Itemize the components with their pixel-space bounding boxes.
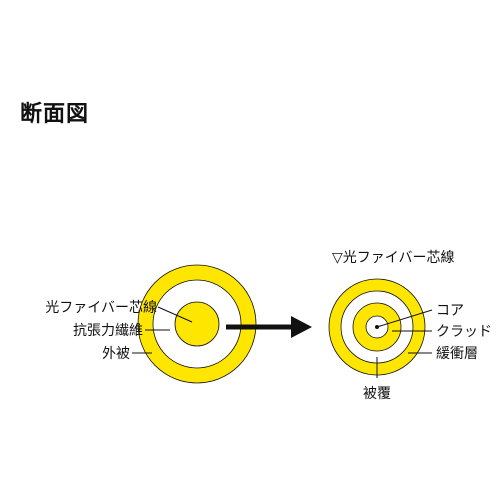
leader-core: [376, 309, 433, 328]
fiber-detail-heading: ▽光ファイバー芯線: [332, 250, 455, 266]
right-arrow-icon: [226, 316, 312, 338]
fiber-cross-section: ▽光ファイバー芯線 コア クラッド 緩衝層 被覆: [328, 250, 492, 402]
label-outer-sheath: 外被: [102, 346, 130, 362]
label-tensile-fiber: 抗張力繊維: [73, 323, 143, 339]
label-coating: 被覆: [363, 386, 391, 402]
page-title: 断面図: [20, 102, 90, 127]
fiber-core-circle: [174, 301, 220, 347]
cable-cross-section: 光ファイバー芯線 抗張力繊維 外被: [45, 264, 257, 384]
leader-optical-fiber-core: [157, 306, 193, 323]
label-buffer-layer: 緩衝層: [436, 346, 478, 362]
label-cladding: クラッド: [436, 324, 492, 340]
label-core: コア: [436, 303, 464, 319]
label-optical-fiber-core: 光ファイバー芯線: [45, 300, 157, 316]
